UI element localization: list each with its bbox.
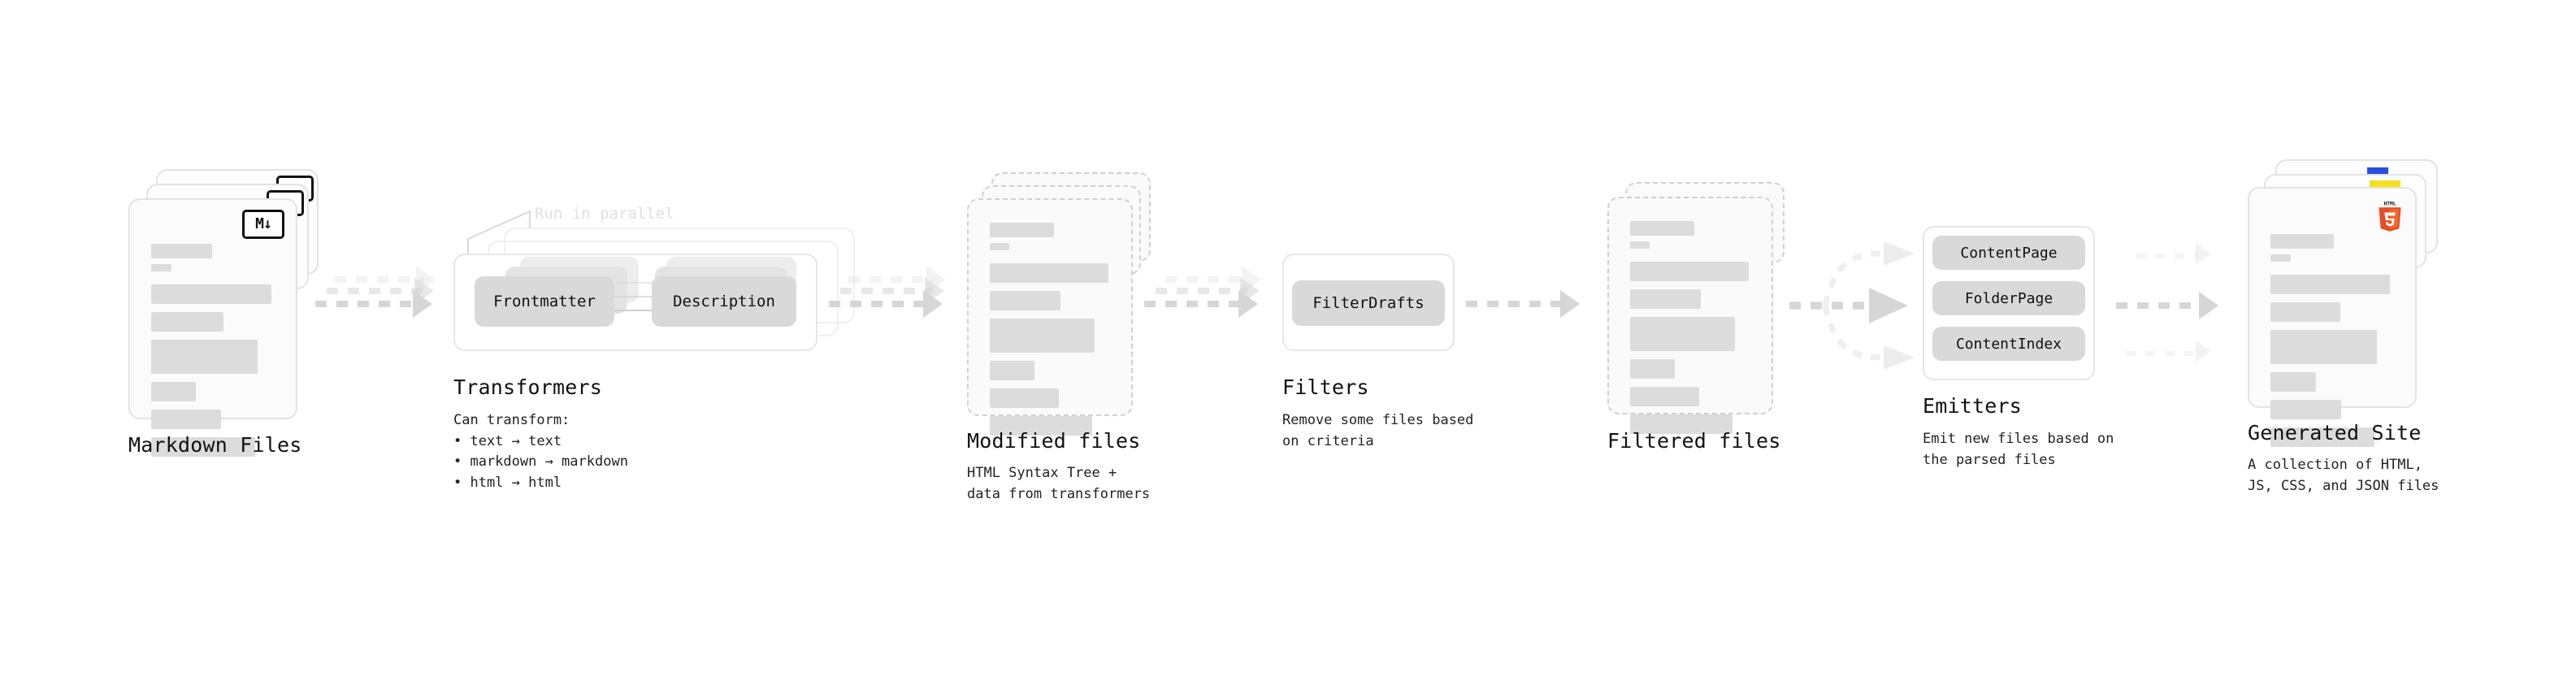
- markdown-files-caption: Markdown Files: [128, 433, 302, 457]
- css-badge: [2367, 167, 2388, 174]
- modified-files-caption: Modified files: [967, 429, 1141, 453]
- connector-emitters-to-site: [2105, 231, 2259, 377]
- run-in-parallel-bracket: [467, 210, 531, 260]
- markdown-badge-front: M↓: [242, 210, 284, 239]
- filters-caption: Filters: [1282, 375, 1369, 399]
- modified-files-description: HTML Syntax Tree + data from transformer…: [967, 465, 1151, 502]
- filtered-placeholder-lines: [1630, 221, 1754, 442]
- modified-card-front: [967, 198, 1133, 436]
- emitters-caption: Emitters: [1923, 394, 2023, 418]
- emitter-node-folderpage[interactable]: FolderPage: [1932, 281, 2085, 315]
- connector-filters-to-filtered: [1463, 286, 1601, 319]
- markdown-card-front: M↓: [128, 198, 297, 457]
- connector-modified-to-filters: [1141, 266, 1287, 330]
- markdown-placeholder-lines: [151, 244, 278, 465]
- html5-icon: HTML: [2379, 201, 2401, 232]
- transformers-caption: Transformers: [453, 375, 603, 399]
- svg-text:HTML: HTML: [2384, 201, 2396, 206]
- connector-transformers-to-modified: [826, 266, 964, 330]
- generated-site-caption: Generated Site: [2248, 421, 2422, 445]
- transformers-description: Can transform: • text → text • markdown …: [453, 412, 628, 491]
- connector-filtered-to-emitters: [1789, 241, 1915, 370]
- generated-placeholder-lines: [2270, 234, 2397, 455]
- filtered-files-caption: Filtered files: [1607, 429, 1781, 453]
- filter-node-filterdrafts[interactable]: FilterDrafts: [1292, 280, 1445, 326]
- transformer-node-frontmatter[interactable]: Frontmatter: [475, 276, 614, 327]
- generated-site-description: A collection of HTML, JS, CSS, and JSON …: [2248, 457, 2439, 494]
- connector-markdown-to-transformers: [312, 266, 450, 330]
- emitters-description: Emit new files based on the parsed files: [1923, 431, 2114, 468]
- filtered-card-front: [1607, 197, 1773, 434]
- generated-card-front: HTML: [2248, 187, 2417, 447]
- filters-description: Remove some files based on criteria: [1282, 412, 1474, 449]
- emitter-node-contentpage[interactable]: ContentPage: [1932, 236, 2085, 270]
- modified-placeholder-lines: [990, 223, 1113, 444]
- transformer-node-description[interactable]: Description: [652, 276, 796, 327]
- emitter-node-contentindex[interactable]: ContentIndex: [1932, 327, 2085, 361]
- run-in-parallel-label: Run in parallel: [535, 205, 674, 223]
